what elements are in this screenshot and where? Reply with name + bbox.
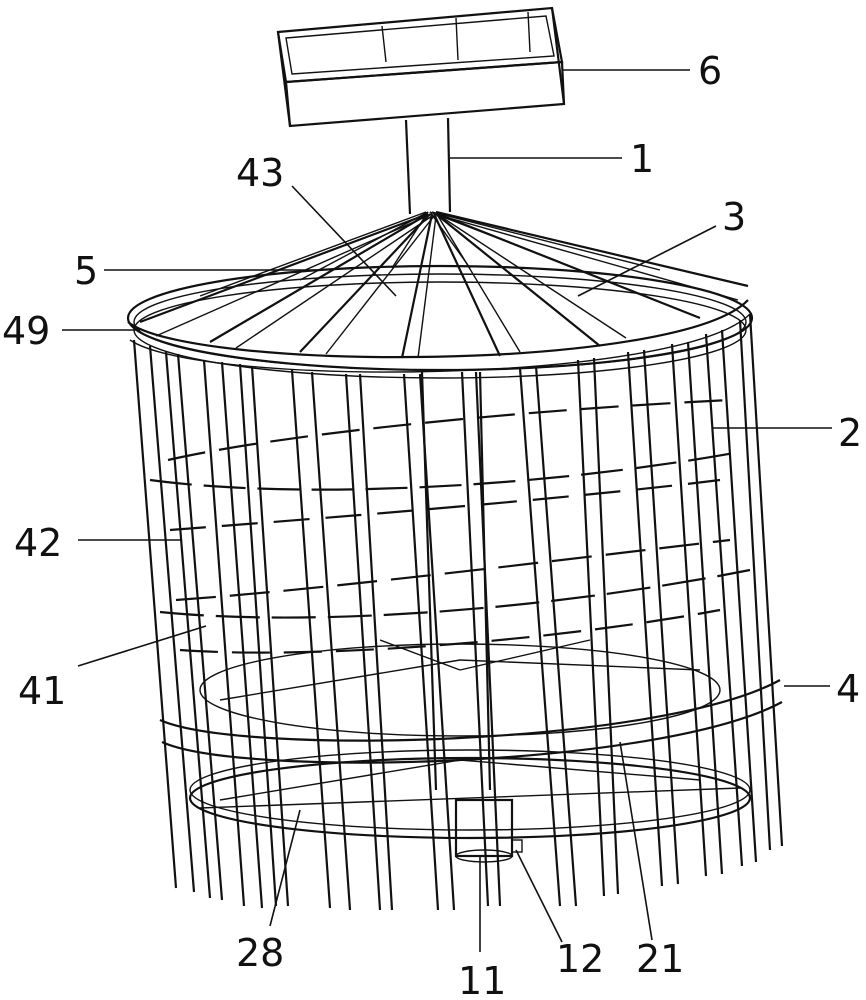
label-4: 4 [836, 667, 860, 711]
label-2: 2 [838, 411, 862, 455]
label-6: 6 [698, 49, 722, 93]
top-tray [276, 6, 566, 128]
label-12: 12 [556, 937, 604, 981]
label-3: 3 [722, 195, 746, 239]
lower-ring-and-base [159, 639, 783, 840]
label-11: 11 [458, 959, 506, 1000]
label-28: 28 [236, 931, 284, 975]
label-43: 43 [236, 151, 284, 195]
label-21: 21 [636, 937, 684, 981]
motor [454, 798, 523, 863]
label-1: 1 [630, 137, 654, 181]
reference-numerals: 6 1 43 3 5 49 2 42 41 4 28 11 12 21 [2, 49, 862, 1000]
leader-lines [62, 69, 832, 952]
horizontal-rungs [149, 398, 751, 654]
label-49: 49 [2, 309, 50, 353]
vertical-bars [132, 313, 784, 911]
label-42: 42 [14, 521, 62, 565]
label-41: 41 [18, 669, 66, 713]
top-ring [126, 264, 754, 379]
label-5: 5 [74, 249, 98, 293]
